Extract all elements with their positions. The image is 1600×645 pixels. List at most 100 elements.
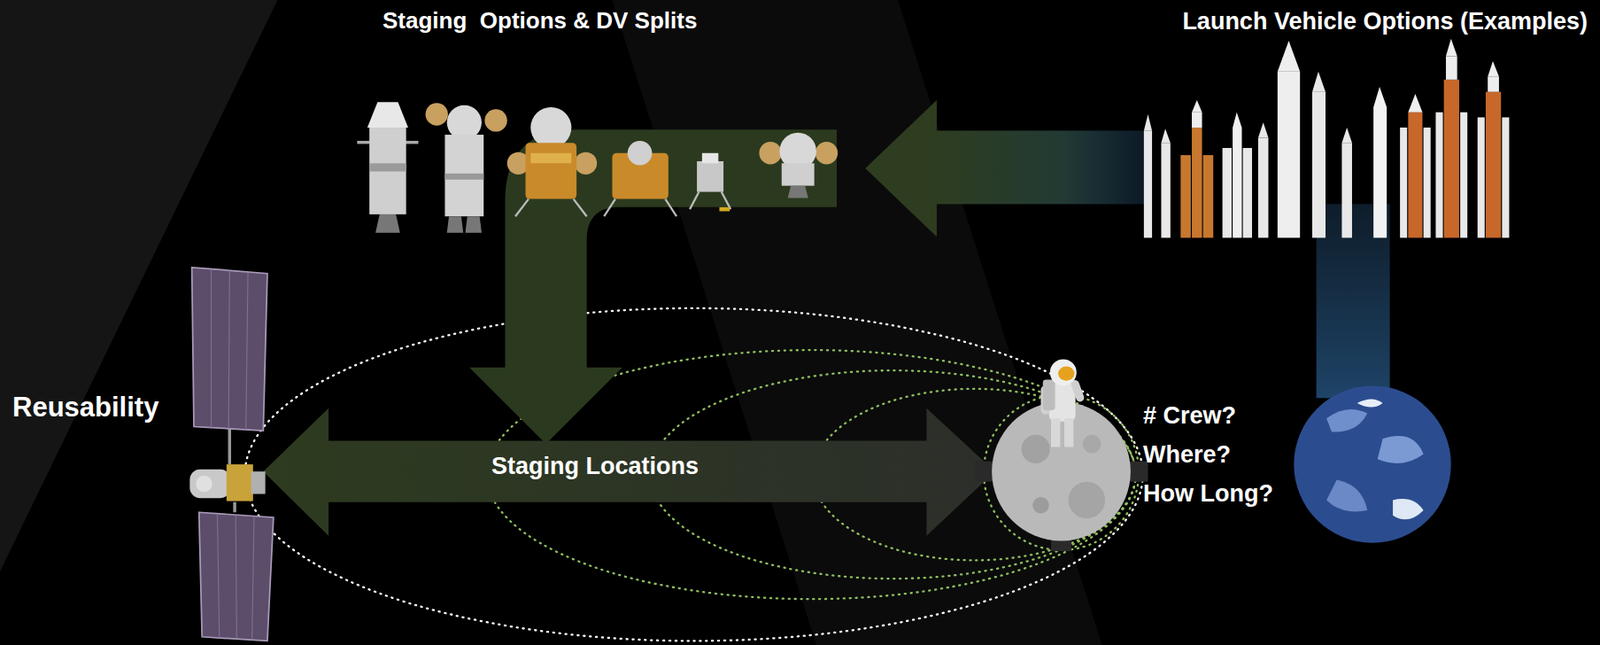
earth — [1377, 435, 1424, 464]
gateway-station — [232, 502, 236, 513]
moon — [991, 401, 1131, 542]
launch-vehicles — [1373, 86, 1387, 108]
lander-vehicles — [447, 216, 464, 232]
gateway-station — [235, 515, 237, 639]
lander-vehicles — [603, 199, 616, 217]
gateway-station — [226, 463, 254, 501]
staging-locations-arrow — [262, 408, 995, 536]
section-heading: Launch Vehicle Options (Examples) — [1182, 7, 1588, 36]
lander-vehicles — [465, 216, 482, 232]
launch-vehicles — [1399, 127, 1407, 238]
launch-vehicles — [1143, 114, 1152, 131]
orbit-ellipses — [245, 308, 1144, 642]
astronaut — [1064, 417, 1074, 447]
launch-vehicles — [1445, 38, 1458, 57]
band-label: Staging Locations — [491, 451, 699, 480]
moon — [974, 401, 1149, 551]
launch-vehicles — [1341, 142, 1353, 238]
background — [611, 0, 1102, 645]
gateway-station — [189, 267, 273, 642]
launch-vehicles — [1143, 130, 1152, 238]
lander-vehicles — [721, 192, 731, 210]
earth — [1293, 385, 1451, 542]
gateway-station — [189, 469, 231, 498]
lander-vehicles — [375, 214, 401, 233]
gateway-station — [195, 475, 212, 492]
launch-vehicles — [1312, 71, 1326, 93]
section-heading: Staging Options & DV Splits — [382, 7, 697, 35]
astronaut — [1043, 379, 1056, 411]
gateway-station — [250, 471, 265, 494]
gateway-station — [216, 514, 219, 638]
launch-vehicles — [1180, 154, 1191, 238]
launch-vehicles — [1435, 112, 1443, 239]
moon — [1021, 434, 1051, 464]
launch-vehicles — [1277, 71, 1300, 239]
gateway-station — [210, 269, 212, 429]
launch-vehicles — [1191, 112, 1203, 128]
launch-vehicles — [1143, 38, 1510, 239]
orbit-ellipses — [245, 308, 1144, 642]
launch-to-staging-arrow — [469, 129, 837, 444]
lander-vehicles — [573, 199, 588, 217]
lander-vehicles — [525, 142, 577, 199]
lander-vehicles — [702, 153, 719, 164]
lander-vehicles — [758, 141, 781, 164]
lander-vehicles — [718, 207, 730, 212]
launch-vehicles — [1444, 79, 1460, 239]
launch-vehicles — [1258, 122, 1269, 138]
background — [0, 0, 278, 572]
launch-to-staging-arrow — [935, 130, 1152, 204]
earth — [1293, 385, 1451, 542]
launch-vehicles — [1160, 142, 1170, 238]
earth — [1392, 498, 1424, 519]
question-label: Where? — [1143, 440, 1231, 469]
lander-vehicles — [664, 199, 677, 217]
lander-vehicles — [484, 108, 507, 132]
launch-vehicles — [1407, 112, 1423, 239]
lander-vehicles — [515, 199, 529, 217]
lander-vehicles — [627, 140, 653, 166]
question-label: How Long? — [1143, 479, 1274, 508]
lander-vehicles — [369, 162, 406, 171]
moon — [1068, 481, 1106, 518]
launch-vehicles — [1487, 61, 1500, 77]
launch-vehicles — [1160, 128, 1170, 143]
lander-vehicles — [781, 162, 815, 186]
launch-vehicles — [1407, 93, 1423, 113]
lander-vehicles — [788, 185, 809, 199]
lander-vehicles — [574, 152, 597, 175]
earth — [1326, 479, 1368, 511]
launch-vehicles — [1222, 147, 1232, 238]
launch-vehicles — [1485, 92, 1501, 239]
launch-vehicles — [1487, 76, 1500, 92]
astronaut — [1040, 358, 1085, 447]
lander-vehicles — [689, 192, 699, 210]
lander-vehicles — [815, 141, 838, 164]
astronaut — [1069, 378, 1085, 403]
gateway-station — [211, 269, 255, 640]
launch-vehicles — [1501, 116, 1509, 238]
lander-vehicles — [425, 102, 449, 125]
launch-to-staging-arrow — [469, 100, 1152, 444]
launch-vehicles — [1312, 92, 1326, 239]
launch-vehicles — [1232, 127, 1242, 238]
lander-vehicles — [447, 105, 482, 140]
astronaut — [1050, 358, 1077, 386]
launch-vehicles — [1203, 154, 1214, 238]
lander-vehicles — [367, 101, 409, 128]
launch-vehicles — [1232, 112, 1242, 128]
moon — [1032, 496, 1049, 513]
launch-vehicles — [1243, 147, 1253, 238]
earth — [1357, 398, 1384, 407]
lander-vehicles — [444, 173, 484, 180]
launch-vehicles — [1423, 127, 1431, 238]
launch-vehicles — [1341, 127, 1353, 143]
launch-vehicles — [1373, 107, 1387, 238]
launch-vehicles — [1477, 116, 1485, 238]
astronaut — [1051, 417, 1060, 447]
launch-vehicles — [1460, 112, 1468, 239]
astronaut — [1058, 366, 1075, 381]
lander-vehicles — [369, 127, 406, 215]
